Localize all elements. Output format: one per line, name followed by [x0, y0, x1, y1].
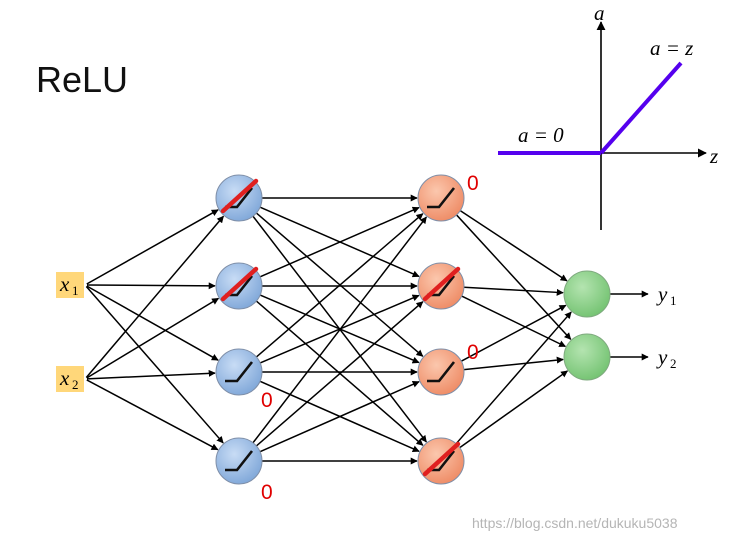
relu-glyph-icon: [225, 450, 254, 472]
output-symbol: y: [656, 282, 668, 306]
input-box: [56, 272, 84, 298]
connection-arrow: [456, 214, 572, 340]
negative-region-label: a = 0: [518, 123, 564, 147]
zero-label: 0: [467, 341, 479, 364]
zero-label: 0: [467, 172, 479, 195]
neurons: [215, 174, 611, 485]
output-neuron: [563, 333, 611, 381]
input-symbol: x: [59, 366, 70, 390]
neuron-circle: [215, 437, 263, 485]
connection-arrow: [259, 206, 420, 278]
neuron-circle: [563, 270, 611, 318]
input-box: [56, 366, 84, 392]
connection-arrow: [460, 304, 567, 362]
connection-arrow: [86, 297, 220, 379]
relu-graph: a z a = z a = 0: [498, 1, 718, 230]
active-path-mark: [220, 266, 259, 302]
relu-positive-segment: [599, 61, 683, 155]
output-neuron: [563, 270, 611, 318]
hidden1-neuron: [215, 262, 263, 310]
active-path-mark: [220, 178, 259, 214]
relu-glyph-icon: [427, 187, 456, 209]
connection-arrow: [255, 301, 424, 447]
connection-arrow: [455, 311, 572, 445]
connection-arrow: [463, 356, 564, 371]
neuron-circle: [215, 348, 263, 396]
output-subscript: 1: [670, 293, 677, 308]
input-subscript: 1: [72, 283, 79, 298]
connection-arrow: [86, 282, 216, 290]
relu-glyph-icon: [225, 361, 254, 383]
connection-arrow: [86, 285, 219, 361]
hidden1-neuron: [215, 437, 263, 485]
hidden1-neuron: [215, 348, 263, 396]
output-y2: y 2: [656, 345, 677, 371]
active-path-mark: [422, 441, 461, 477]
connection-arrow: [85, 286, 224, 444]
active-path-mark: [422, 266, 461, 302]
hidden1-neuron: [215, 174, 263, 222]
zero-label: 0: [261, 389, 273, 412]
connection-arrow: [461, 295, 567, 348]
connection-arrow: [255, 213, 424, 358]
neuron-circle: [563, 333, 611, 381]
connection-arrow: [252, 216, 427, 444]
hidden2-neuron: [417, 348, 465, 396]
hidden2-neuron: [417, 174, 465, 222]
neuron-circle: [417, 348, 465, 396]
input-subscript: 2: [72, 377, 79, 392]
connection-arrow: [86, 369, 216, 380]
connection-arrow: [459, 210, 568, 282]
output-y1: y 1: [656, 282, 677, 308]
connection-arrow: [259, 380, 420, 453]
page-title: ReLU: [36, 59, 128, 100]
input-x2: x 2: [56, 366, 84, 392]
hidden2-neuron: [417, 437, 465, 485]
relu-glyph-icon: [427, 361, 456, 383]
connection-arrow: [85, 215, 225, 378]
positive-region-label: a = z: [650, 36, 693, 60]
y-axis-label: a: [594, 1, 605, 25]
connection-arrow: [459, 370, 569, 449]
connection-arrow: [463, 286, 564, 296]
output-subscript: 2: [670, 356, 677, 371]
connections: [85, 194, 649, 465]
input-symbol: x: [59, 272, 70, 296]
connection-arrow: [86, 379, 219, 451]
watermark: https://blog.csdn.net/dukuku5038: [472, 515, 678, 531]
hidden2-neuron: [417, 262, 465, 310]
connection-arrow: [86, 209, 219, 285]
neuron-circle: [417, 174, 465, 222]
x-axis-label: z: [709, 144, 718, 168]
zero-label: 0: [261, 481, 273, 504]
output-symbol: y: [656, 345, 668, 369]
input-x1: x 1: [56, 272, 84, 298]
